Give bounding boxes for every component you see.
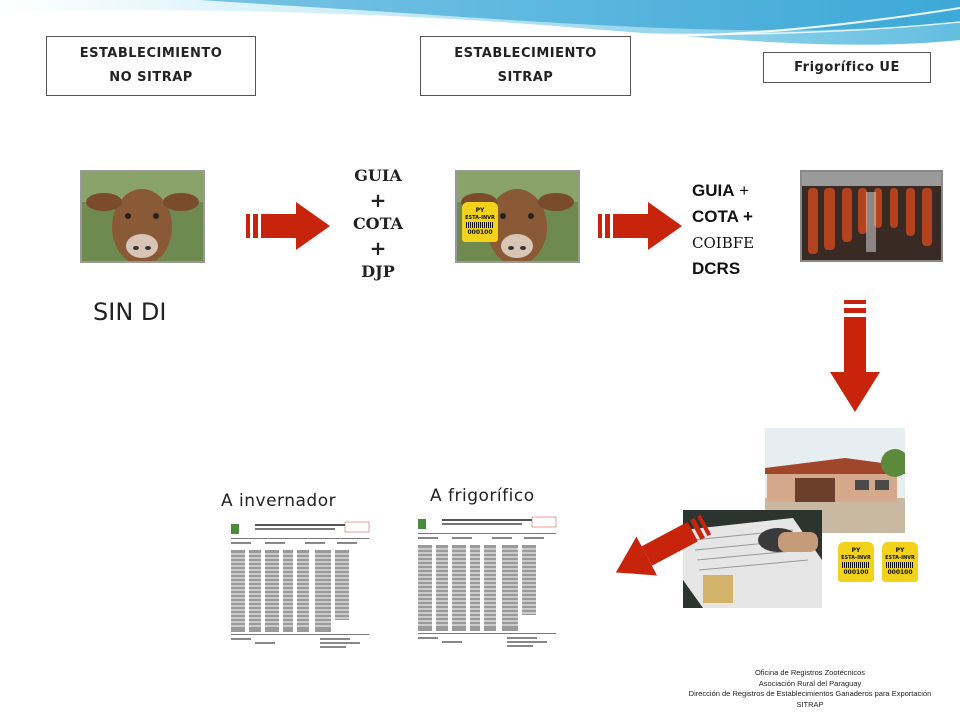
- docs-step2-cota: COTA +: [692, 207, 753, 226]
- scanner-photo: [683, 510, 822, 608]
- ear-tag-icon: PY ESTA-INVR 000100: [882, 542, 918, 582]
- cow-photo-no-sitrap: [80, 170, 205, 263]
- ear-tag-country: PY: [895, 547, 905, 554]
- arrow-right-icon: [246, 202, 330, 250]
- ear-tag-country: PY: [475, 207, 485, 214]
- docs-step1-plus1: +: [369, 188, 387, 212]
- header-wave: [0, 0, 960, 45]
- document-thumbnail-frigorifico: [412, 515, 562, 652]
- ear-tag-number: 000100: [467, 229, 493, 236]
- ear-tag-icon: PY ESTA-INVR 000100: [462, 202, 498, 242]
- ear-tag-number: 000100: [887, 569, 913, 576]
- box-sitrap-line2: SITRAP: [497, 70, 554, 85]
- footer-line4: SITRAP: [796, 699, 824, 709]
- box-sitrap-line1: ESTABLECIMIENTO: [454, 46, 597, 61]
- arrow-down-left-icon: [615, 514, 712, 576]
- frigorifico-photo: [800, 170, 943, 262]
- docs-step2-guia: GUIA: [692, 181, 735, 200]
- arrow-down-icon: [830, 300, 880, 412]
- docs-step1-djp: DJP: [361, 262, 395, 281]
- docs-guia-cota-coibfe-dcrs: GUIA + COTA + COIBFE DCRS: [692, 178, 792, 282]
- ear-tag-type: ESTA-INVR: [841, 555, 871, 561]
- ear-tag-icon: PY ESTA-INVR 000100: [838, 542, 874, 582]
- box-frigorifico-ue: Frigorífico UE: [763, 52, 931, 83]
- box-establecimiento-sitrap: ESTABLECIMIENTO SITRAP: [420, 36, 631, 96]
- document-thumbnail-invernador: [225, 520, 375, 653]
- docs-guia-cota-djp: GUIA + COTA + DJP: [330, 158, 426, 296]
- arrow-right-icon: [598, 202, 682, 250]
- sin-di-label: SIN DI: [93, 298, 167, 326]
- box-establecimiento-no-sitrap: ESTABLECIMIENTO NO SITRAP: [46, 36, 256, 96]
- footer-credits: Oficina de Registros Zootécnicos Asociac…: [660, 668, 960, 710]
- box-no-sitrap-line1: ESTABLECIMIENTO: [79, 46, 223, 61]
- box-no-sitrap-line2: NO SITRAP: [109, 70, 193, 85]
- docs-step2-coibfe: COIBFE: [692, 234, 755, 252]
- docs-step1-plus2: +: [369, 236, 387, 260]
- box-frigorifico-ue-label: Frigorífico UE: [794, 60, 900, 75]
- ear-tag-type: ESTA-INVR: [465, 215, 495, 221]
- docs-step2-plus: +: [734, 181, 750, 200]
- footer-line3: Dirección de Registros de Establecimient…: [688, 689, 932, 698]
- ear-tag-type: ESTA-INVR: [885, 555, 915, 561]
- docs-step1-cota: COTA: [352, 214, 404, 233]
- footer-line2: Asociación Rural del Paraguay: [758, 678, 862, 688]
- a-frigorifico-label: A frigorífico: [430, 486, 535, 506]
- a-invernador-label: A invernador: [221, 491, 337, 511]
- ear-tag-number: 000100: [843, 569, 869, 576]
- ear-tag-country: PY: [851, 547, 861, 554]
- docs-step1-guia: GUIA: [354, 166, 402, 185]
- docs-step2-dcrs: DCRS: [692, 259, 741, 278]
- footer-line1: Oficina de Registros Zootécnicos: [754, 668, 866, 677]
